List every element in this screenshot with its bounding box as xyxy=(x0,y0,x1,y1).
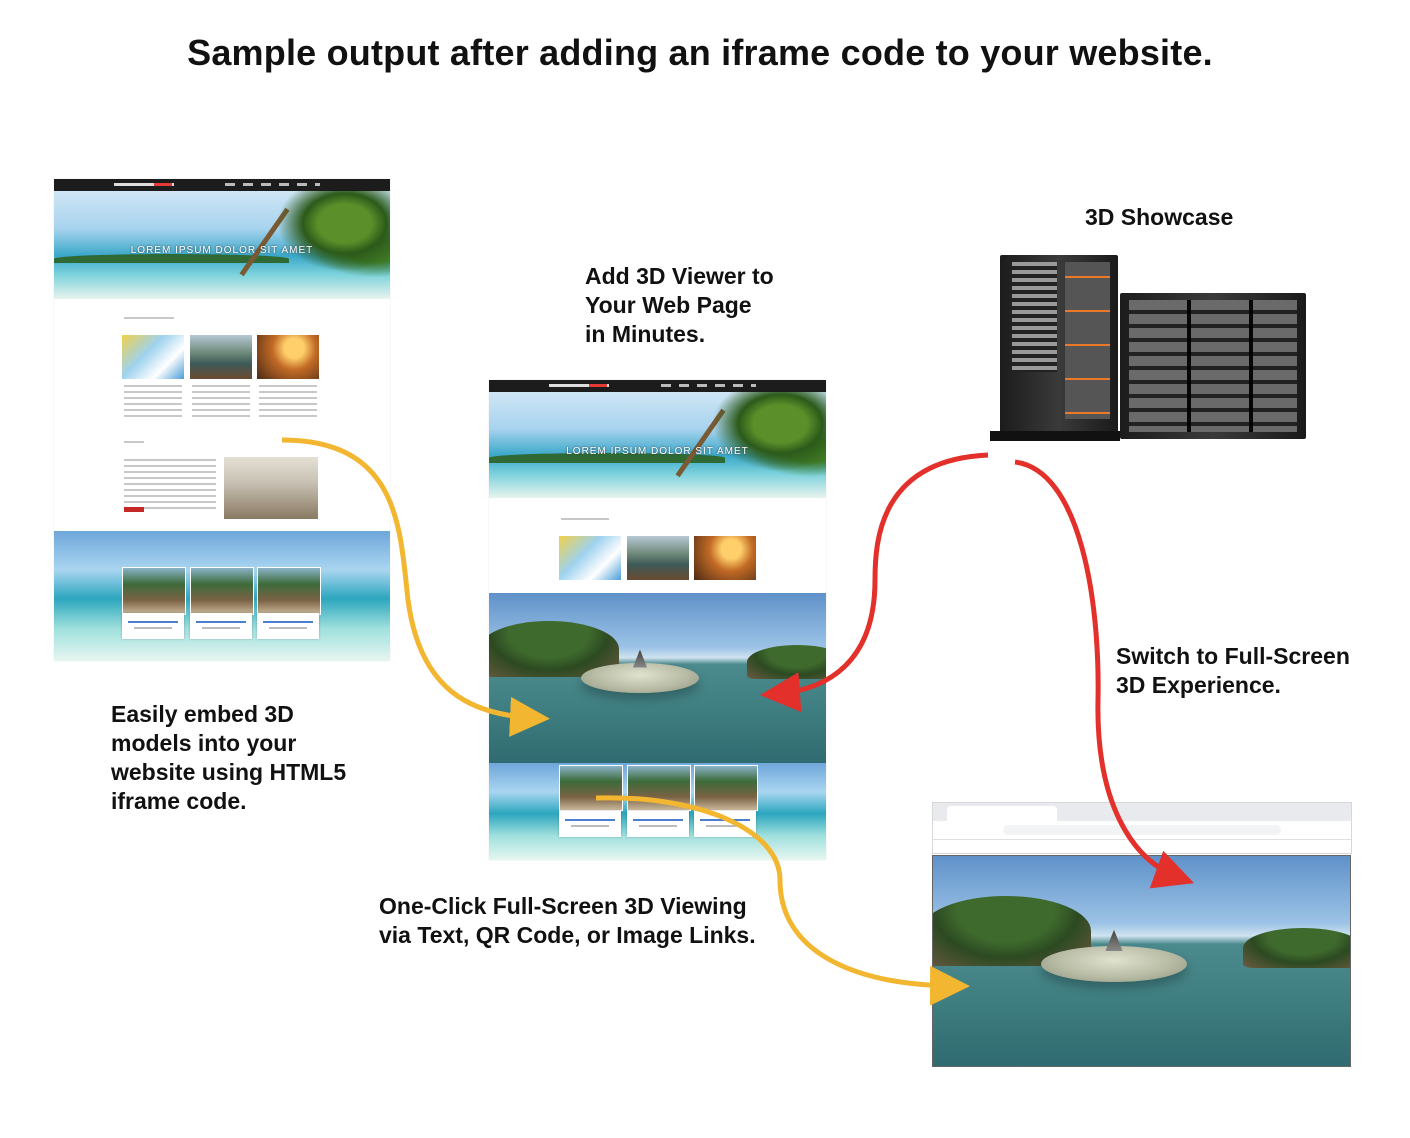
yellow-arrow-embed xyxy=(281,437,550,737)
caption-showcase: 3D Showcase xyxy=(1085,204,1234,230)
blade-server xyxy=(1120,293,1306,439)
mockup-photo xyxy=(190,335,252,379)
server-hardware-image xyxy=(990,255,1310,450)
website-mockup-with-viewer: LOREM IPSUM DOLOR SIT AMET xyxy=(489,380,826,860)
caption-switch-fullscreen: Switch to Full-Screen 3D Experience. xyxy=(1116,643,1350,698)
mockup-hero-banner: LOREM IPSUM DOLOR SIT AMET xyxy=(54,191,390,299)
caption-one-click: One-Click Full-Screen 3D Viewing via Tex… xyxy=(379,893,756,948)
mockup-photo xyxy=(224,457,318,519)
fullscreen-3d-viewer[interactable] xyxy=(932,855,1351,1067)
mockup-navbar xyxy=(54,179,390,191)
page-title: Sample output after adding an iframe cod… xyxy=(187,32,1213,73)
browser-tab[interactable] xyxy=(947,806,1057,821)
website-mockup-left: LOREM IPSUM DOLOR SIT AMET xyxy=(54,179,390,661)
fullscreen-browser-window xyxy=(932,802,1352,854)
mockup-photo xyxy=(122,335,184,379)
red-arrow-showcase-to-fullscreen xyxy=(1014,459,1195,889)
browser-tab-strip xyxy=(933,803,1351,821)
hero-text: LOREM IPSUM DOLOR SIT AMET xyxy=(566,446,749,457)
mockup-beach-section xyxy=(489,763,826,860)
browser-address-bar[interactable] xyxy=(933,821,1351,840)
hero-text: LOREM IPSUM DOLOR SIT AMET xyxy=(130,245,314,256)
mockup-navbar xyxy=(489,380,826,392)
caption-embed: Easily embed 3D models into your website… xyxy=(111,701,347,814)
mockup-photo xyxy=(257,335,319,379)
mockup-photo xyxy=(559,536,621,580)
yellow-arrow-fullscreen-link xyxy=(595,795,970,1006)
mockup-beach-section xyxy=(54,531,390,661)
mockup-photo xyxy=(694,536,756,580)
mockup-hero-banner: LOREM IPSUM DOLOR SIT AMET xyxy=(489,392,826,498)
red-arrow-showcase-to-viewer xyxy=(760,452,989,713)
tower-server xyxy=(1000,255,1118,433)
caption-add-viewer: Add 3D Viewer to Your Web Page in Minute… xyxy=(585,263,774,347)
mockup-photo xyxy=(627,536,689,580)
